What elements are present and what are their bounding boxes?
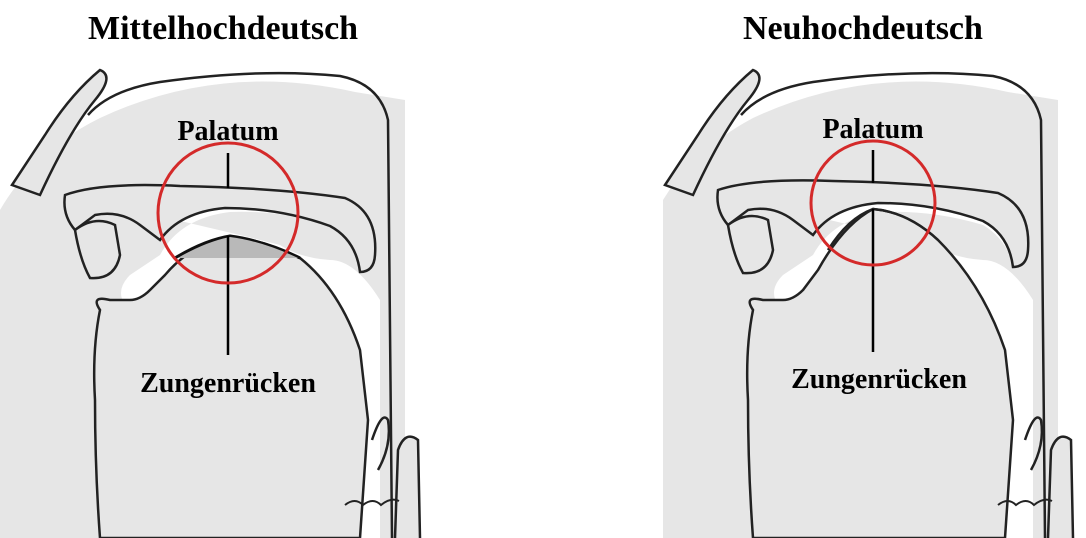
palatum-label: Palatum <box>822 114 923 145</box>
vocal-tract-diagram: Palatum Zungenrücken <box>0 0 543 538</box>
panel-mittelhochdeutsch: Mittelhochdeutsch Palatum Zungenrücken <box>0 0 543 538</box>
palatum-label: Palatum <box>177 116 278 147</box>
zungenruecken-label: Zungenrücken <box>140 368 316 399</box>
panel-neuhochdeutsch: Neuhochdeutsch Palatum Zungenrücken <box>543 0 1086 538</box>
zungenruecken-label: Zungenrücken <box>791 364 967 395</box>
larynx <box>1048 437 1073 538</box>
larynx <box>395 437 420 538</box>
vocal-tract-diagram: Palatum Zungenrücken <box>543 0 1086 538</box>
